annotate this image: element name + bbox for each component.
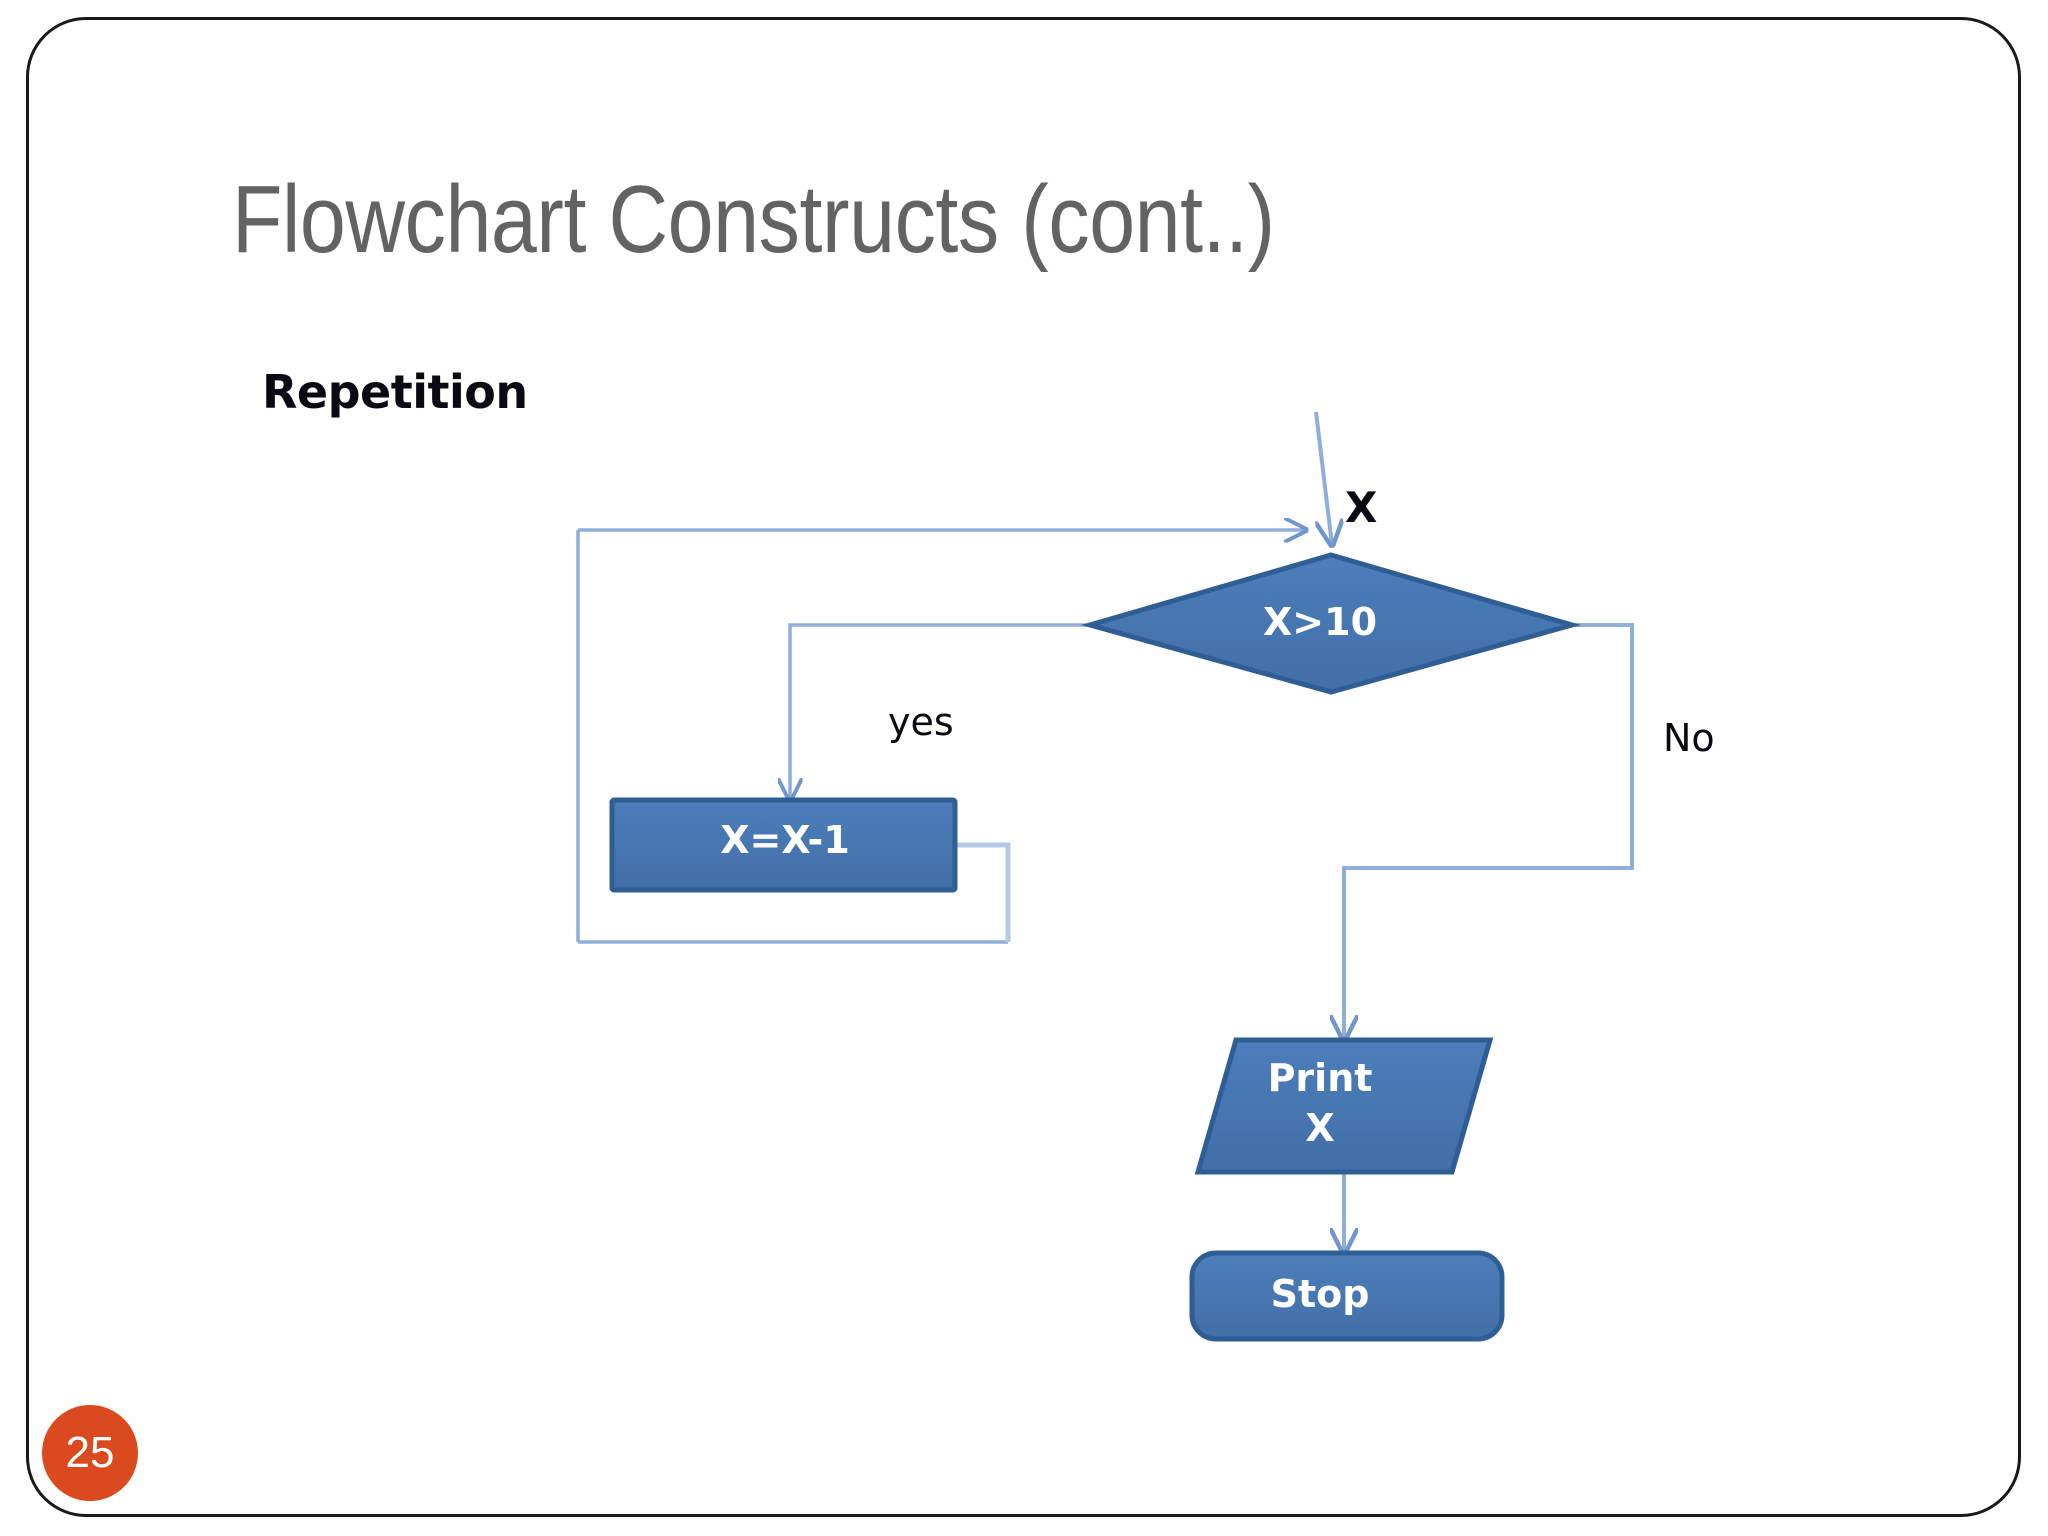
output-node[interactable] bbox=[1194, 1037, 1494, 1175]
no-branch-label: No bbox=[1663, 716, 1715, 760]
page-number-badge: 25 bbox=[42, 1405, 138, 1501]
connector-process-exit bbox=[955, 842, 1011, 942]
decision-node[interactable] bbox=[1080, 552, 1582, 695]
connector-entry bbox=[1314, 411, 1332, 545]
connector-yes-branch bbox=[790, 623, 1090, 800]
yes-branch-label: yes bbox=[888, 700, 954, 744]
section-heading: Repetition bbox=[262, 365, 528, 419]
connector-no-branch bbox=[1344, 623, 1634, 1040]
process-node[interactable] bbox=[609, 797, 958, 893]
entry-variable-label: X bbox=[1345, 483, 1378, 532]
terminator-node[interactable] bbox=[1189, 1250, 1505, 1342]
page-title: Flowchart Constructs (cont..) bbox=[232, 166, 1275, 273]
